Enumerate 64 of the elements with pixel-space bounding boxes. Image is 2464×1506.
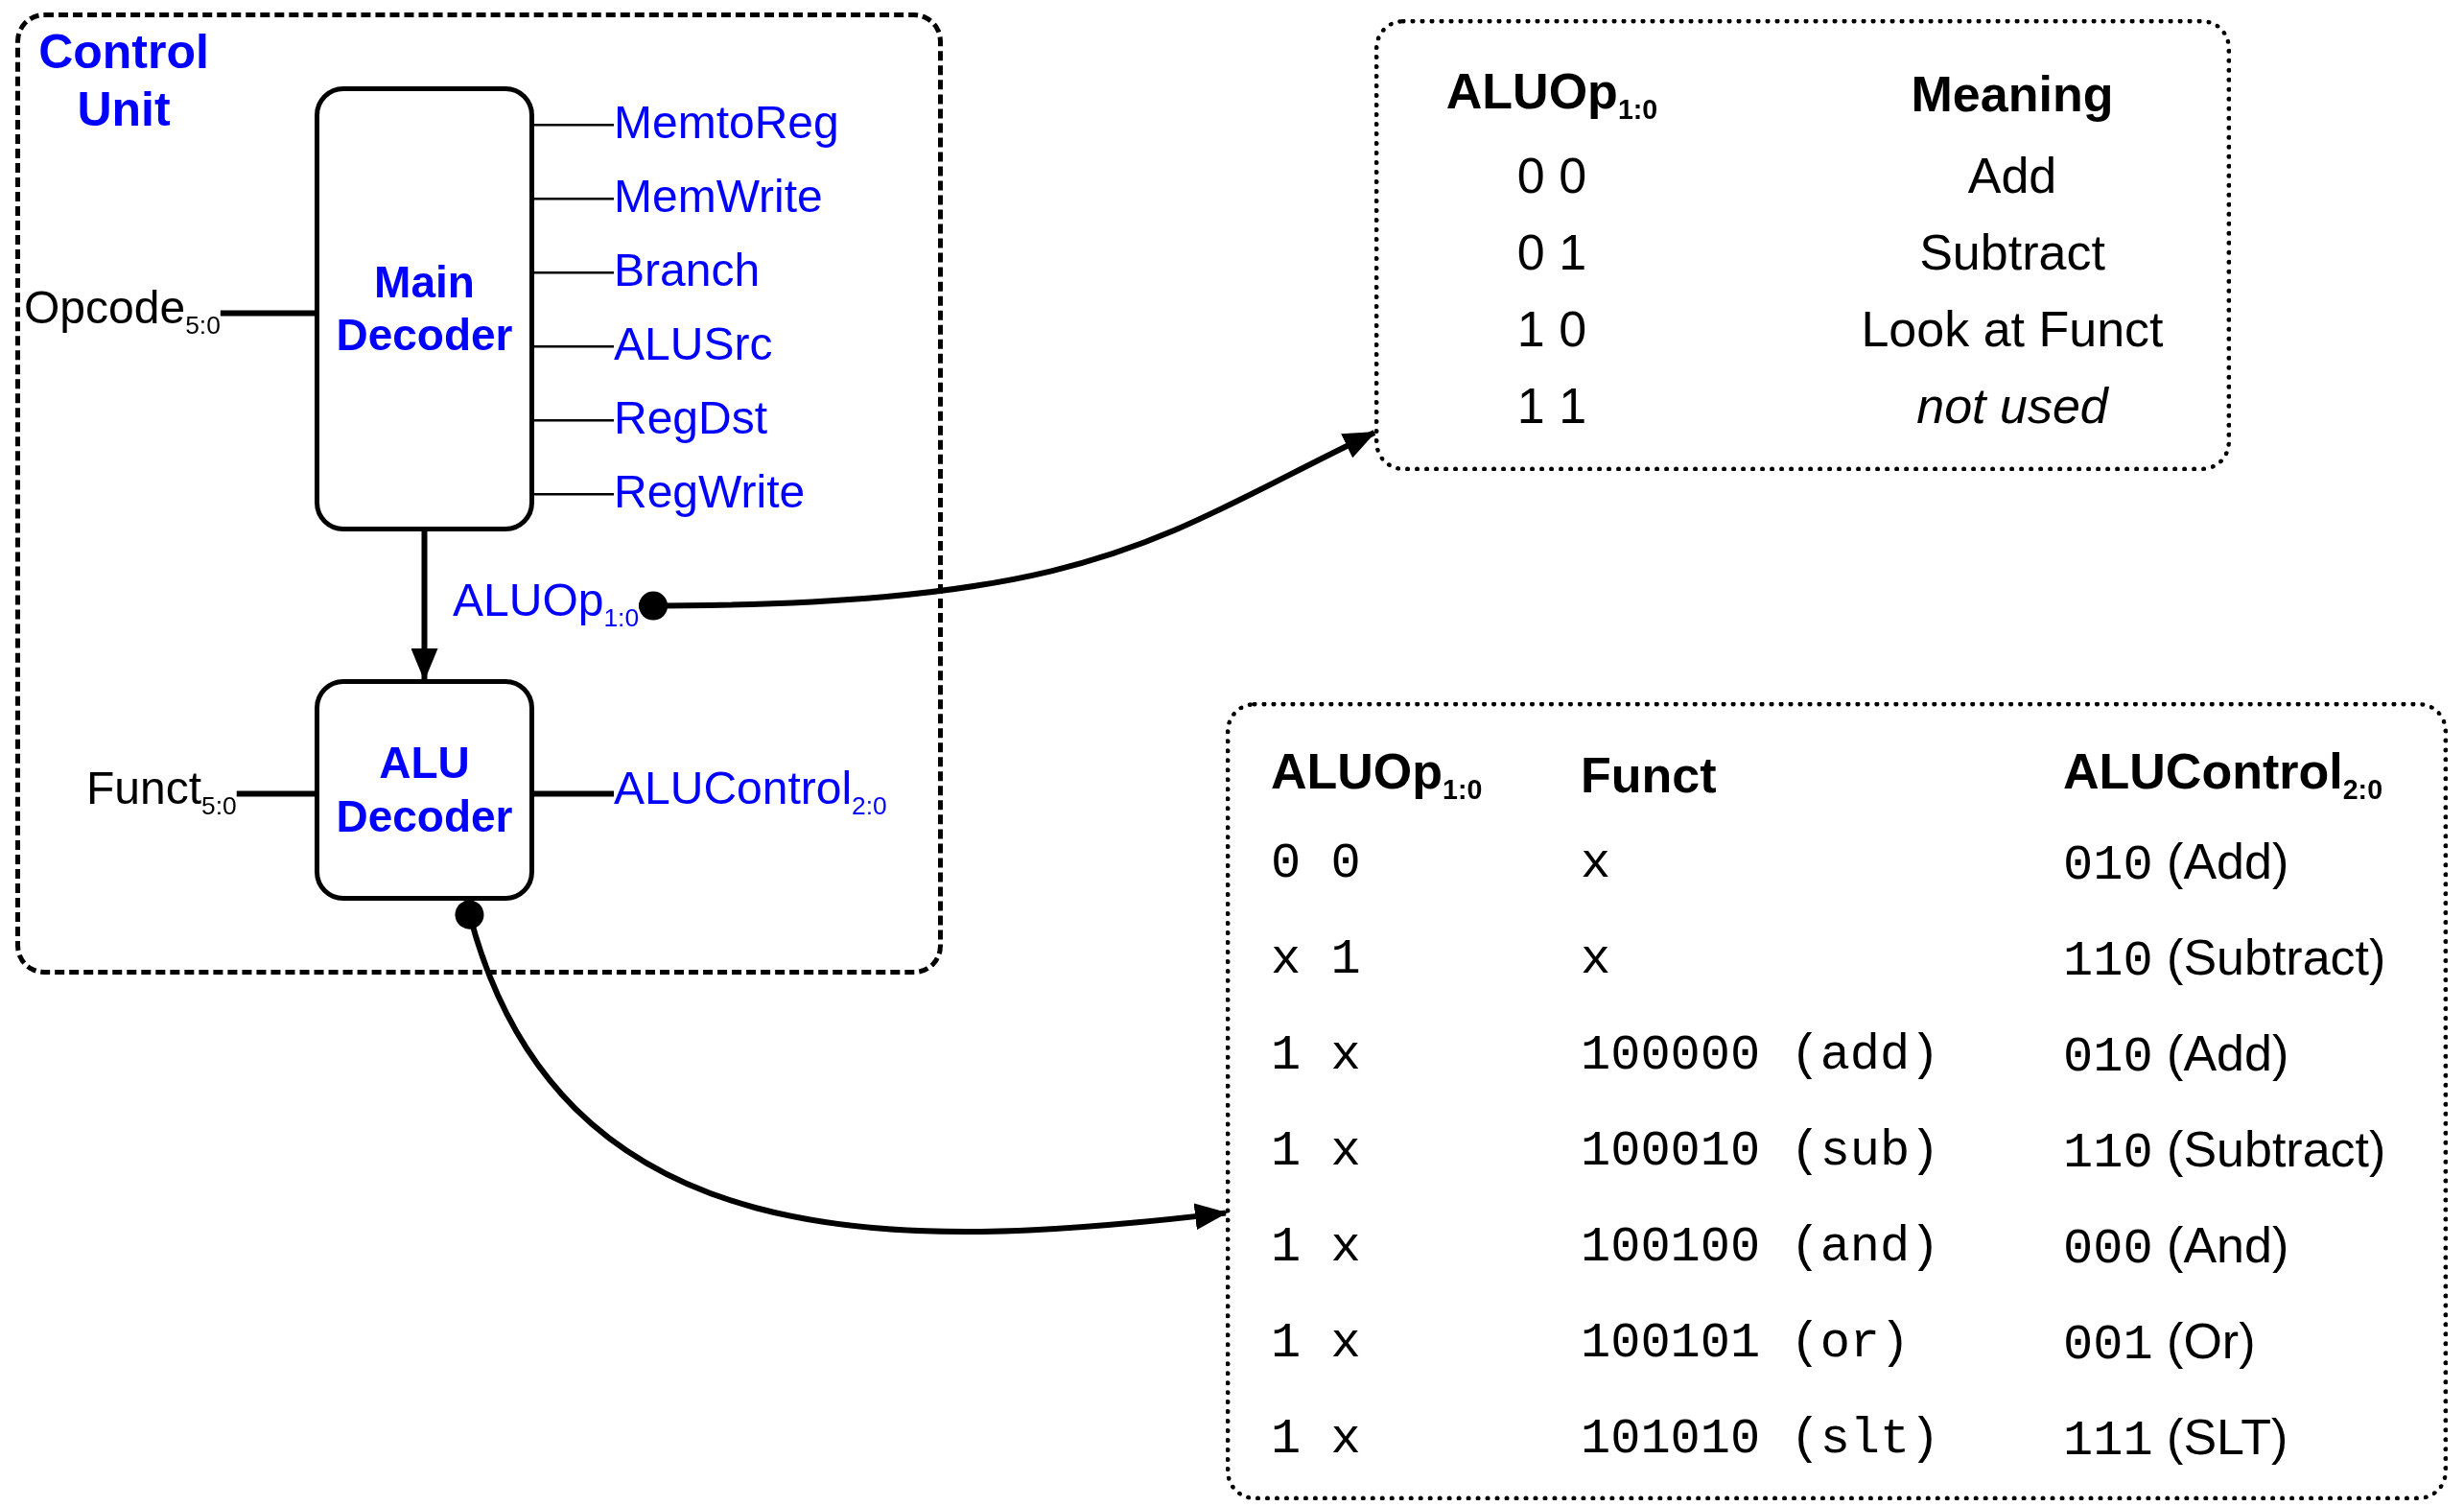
signal-label: ALUControl$_{2:0}$ (614, 762, 887, 820)
table-panel (1226, 702, 2448, 1500)
table-cell: 100000 (add) (1581, 1026, 1940, 1084)
table-cell: 1 1 (1516, 377, 1587, 435)
table-cell: 1 x (1271, 1122, 1361, 1180)
signal-label: ALUSrc (614, 318, 773, 371)
table-cell: Subtract (1919, 224, 2105, 281)
table-cell: 100101 (or) (1581, 1314, 1911, 1372)
table-cell: 100100 (and) (1581, 1218, 1940, 1276)
signal-line (534, 198, 614, 200)
table-cell: 001 (Or) (2063, 1312, 2256, 1374)
table-cell: 100010 (sub) (1581, 1122, 1940, 1180)
table-cell: 010 (Add) (2063, 833, 2289, 894)
table-cell: x (1581, 835, 1611, 892)
signal-label: Funct$_{5:0}$ (86, 762, 237, 820)
table-cell: Add (1967, 147, 2057, 204)
column-header: Meaning (1911, 65, 2114, 123)
signal-line (534, 790, 614, 797)
decoder-block (315, 86, 534, 531)
column-header: ALUOp$_{1:0}$ (1445, 61, 1658, 127)
column-header: ALUControl$_{2:0}$ (2063, 742, 2383, 807)
decoder-block (315, 679, 534, 901)
signal-label: MemtoReg (614, 96, 839, 150)
table-cell: 1 x (1271, 1026, 1361, 1084)
table-cell: 1 x (1271, 1218, 1361, 1276)
table-cell: 110 (Subtract) (2063, 1120, 2386, 1182)
table-cell: 1 x (1271, 1410, 1361, 1468)
table-cell: x 1 (1271, 930, 1361, 988)
table-panel (1374, 19, 2231, 471)
control-unit-panel (15, 12, 943, 975)
table-cell: 111 (SLT) (2063, 1408, 2288, 1470)
table-cell: 1 x (1271, 1314, 1361, 1372)
table-cell: not used (1916, 377, 2108, 435)
arrow (639, 430, 1376, 621)
signal-label: MemWrite (614, 170, 823, 224)
table-cell: Look at Funct (1861, 300, 2164, 358)
table-cell: x (1581, 930, 1611, 988)
signal-line (534, 419, 614, 422)
signal-label: Branch (614, 244, 761, 297)
column-header: ALUOp$_{1:0}$ (1271, 742, 1483, 807)
decoder-label: Main Decoder (335, 255, 514, 362)
signal-line (534, 345, 614, 348)
signal-label: ALUOp$_{1:0}$ (453, 574, 640, 632)
table-cell: 010 (Add) (2063, 1024, 2289, 1086)
table-cell: 0 0 (1516, 147, 1587, 204)
signal-label: Opcode$_{5:0}$ (24, 281, 221, 340)
signal-line (534, 493, 614, 496)
signal-line (534, 124, 614, 127)
table-cell: 101010 (slt) (1581, 1410, 1940, 1468)
table-cell: 000 (And) (2063, 1216, 2289, 1278)
table-cell: 1 0 (1516, 300, 1587, 358)
arrow (456, 900, 1228, 1235)
signal-label: RegDst (614, 391, 768, 445)
signal-line (220, 310, 315, 317)
table-cell: 0 1 (1516, 224, 1587, 281)
arrow (411, 531, 438, 681)
table-cell: 0 0 (1271, 835, 1361, 892)
column-header: Funct (1581, 745, 1717, 804)
unit-title: Control Unit (37, 24, 210, 138)
signal-line (534, 271, 614, 274)
signal-label: RegWrite (614, 465, 806, 519)
decoder-label: ALU Decoder (335, 737, 514, 843)
table-cell: 110 (Subtract) (2063, 929, 2386, 990)
signal-line (236, 790, 315, 797)
